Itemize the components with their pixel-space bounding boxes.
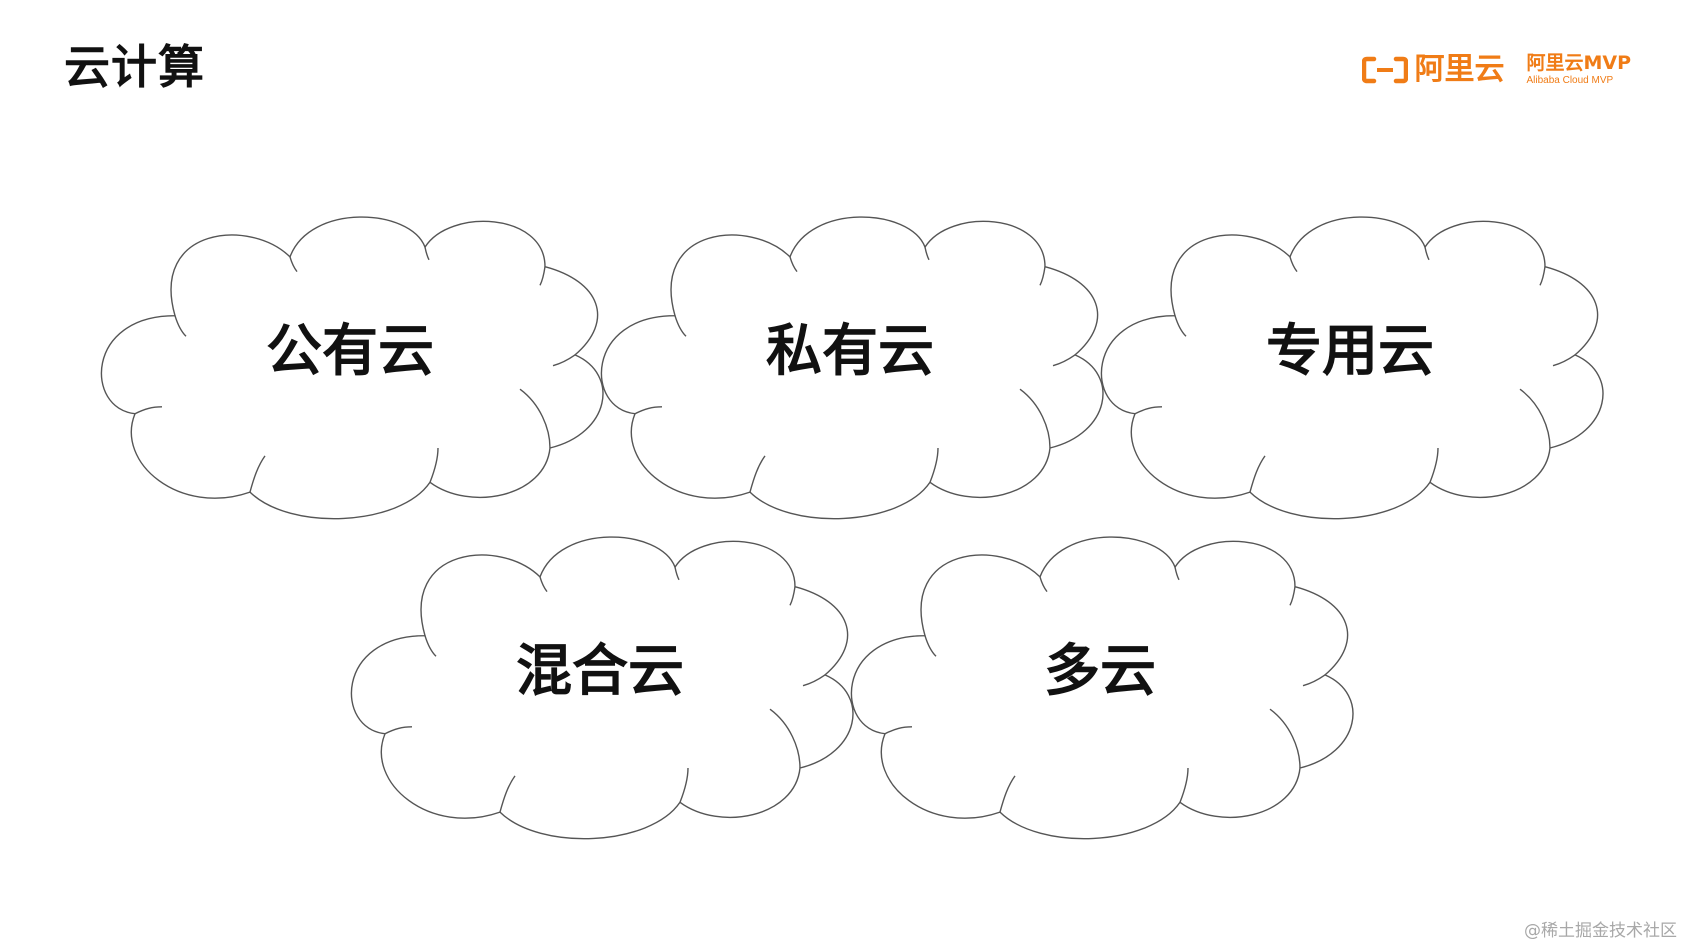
mvp-badge: 阿里云MVP Alibaba Cloud MVP [1526,54,1631,86]
cloud-label-multi-cloud: 多云 [1044,639,1156,704]
cloud-label-dedicated-cloud: 专用云 [1266,319,1434,384]
cloud-label-public-cloud: 公有云 [266,319,434,384]
mvp-title: 阿里云MVP [1526,52,1631,74]
alibaba-cloud-logo: 阿里云 [1362,55,1504,85]
cloud-label-private-cloud: 私有云 [766,319,934,384]
logo-brand-text: 阿里云 [1414,52,1505,87]
alibaba-cloud-logo-icon [1362,56,1409,84]
cloud-label-hybrid-cloud: 混合云 [516,639,684,704]
mvp-subtitle: Alibaba Cloud MVP [1526,75,1614,86]
watermark: @稀土掘金技术社区 [1524,921,1677,941]
page-title: 云计算 [64,40,205,94]
logo-area: 阿里云 阿里云MVP Alibaba Cloud MVP [1362,50,1631,90]
